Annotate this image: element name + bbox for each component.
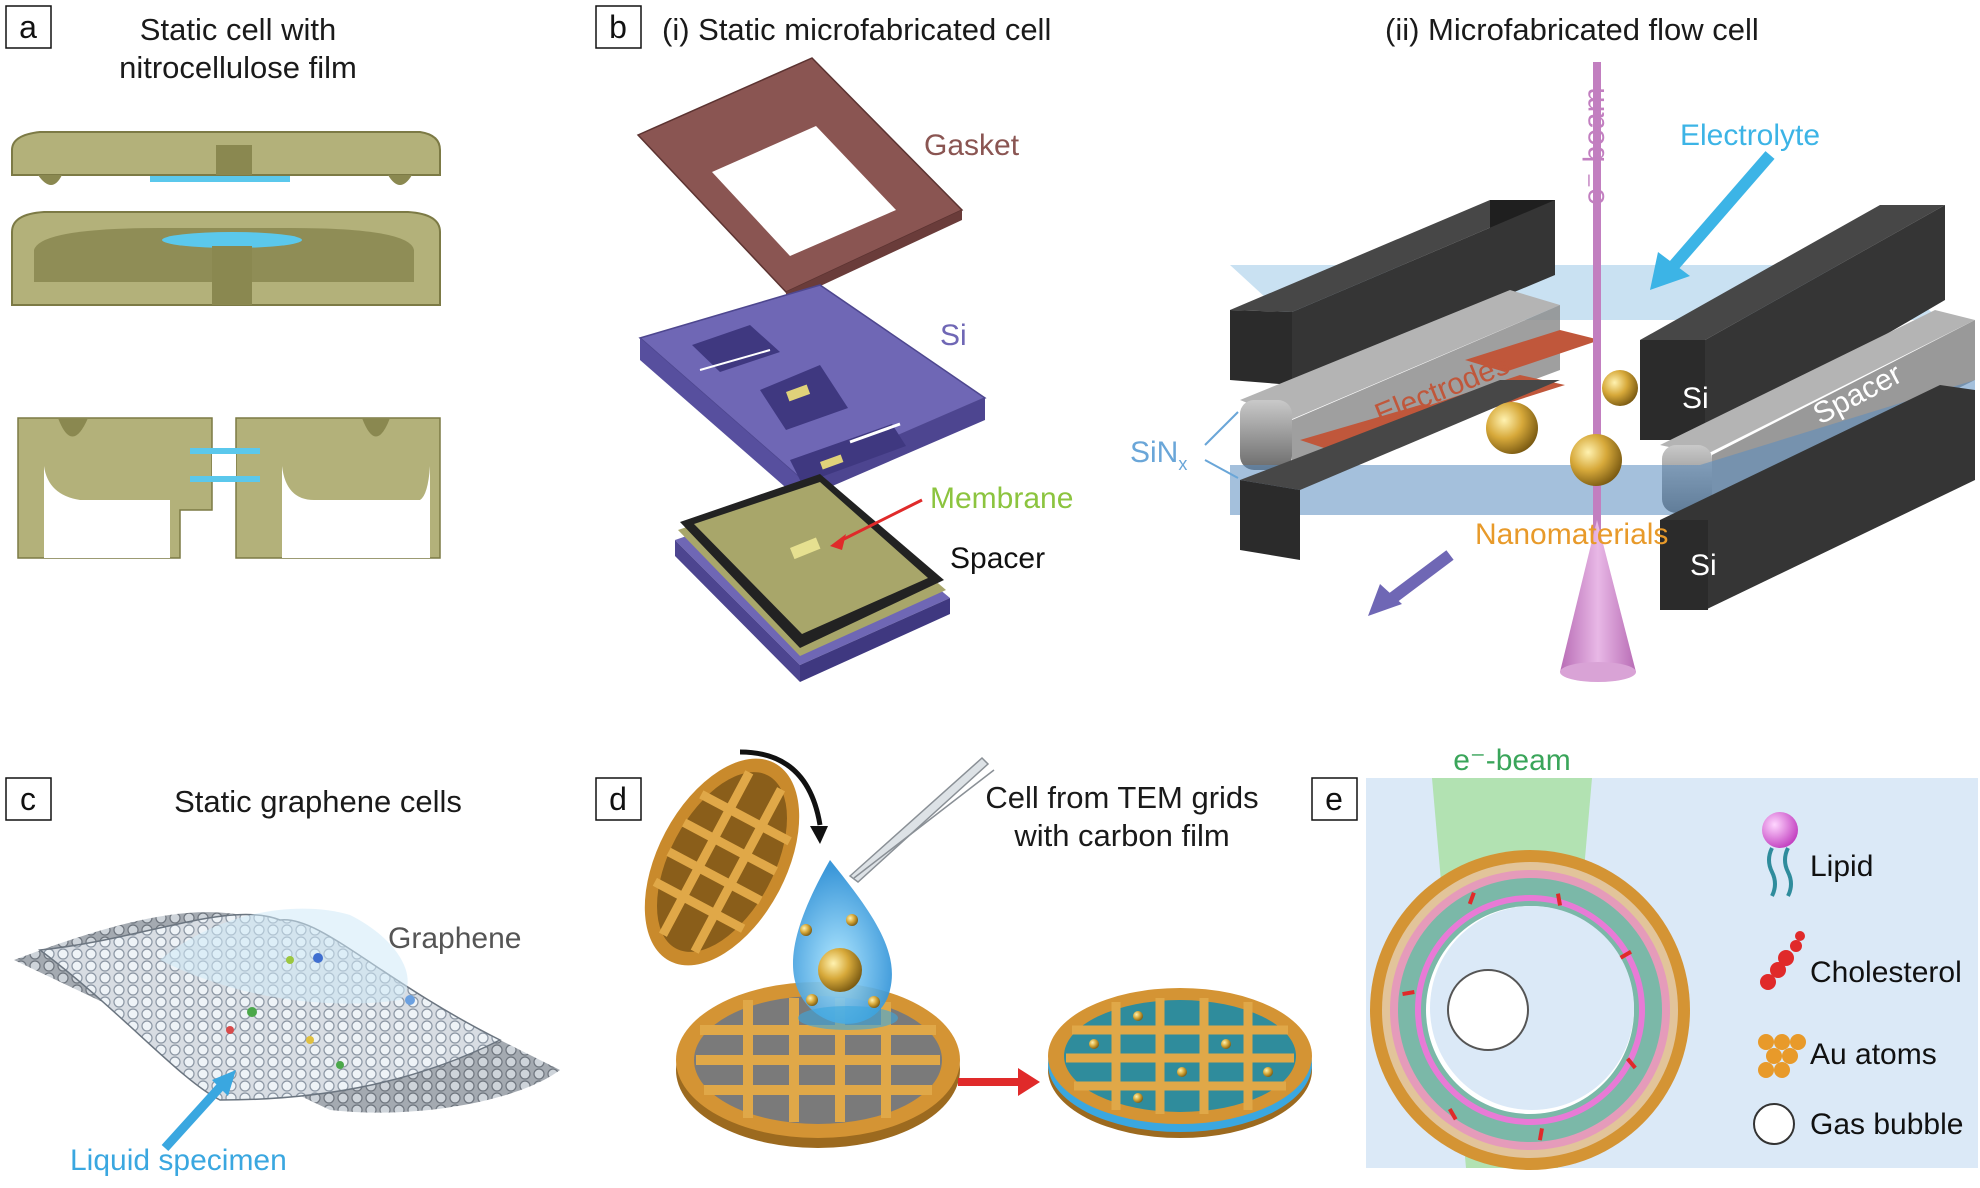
electrolyte-out-arrow — [1386, 550, 1454, 605]
label-ebeam-e: e⁻-beam — [1453, 744, 1571, 777]
label-sinx: SiNx — [1130, 436, 1187, 474]
legend-gas-bubble: Gas bubble — [1753, 1103, 1963, 1145]
au-atoms-icon — [1758, 1034, 1806, 1078]
vesicle — [1370, 850, 1690, 1170]
label-ebeam: e⁻-beam — [1578, 87, 1611, 205]
membrane-pointer-arrow — [837, 498, 923, 544]
si-block-top-left — [1230, 200, 1555, 385]
label-membrane: Membrane — [930, 482, 1073, 515]
label-sinx-main: SiN — [1130, 436, 1178, 469]
si-block-top-right — [1640, 205, 1945, 440]
electrolyte-in-arrow — [1665, 151, 1775, 274]
electron-beam — [1560, 62, 1636, 682]
panel-b-sub-i-title: (i) Static microfabricated cell — [662, 12, 1051, 47]
legend: Lipid Cholesterol — [1753, 812, 1963, 1145]
panel-c-letter: c — [20, 781, 36, 817]
bottom-chip — [675, 474, 950, 682]
gasket — [636, 57, 964, 302]
panel-b-letter: b — [609, 9, 627, 45]
gas-bubble-icon — [1753, 1103, 1795, 1145]
panel-e: e e⁻-beam — [1311, 744, 1978, 1170]
legend-lipid-label: Lipid — [1810, 850, 1873, 883]
pipette — [848, 756, 995, 883]
panel-a-letter: a — [19, 9, 37, 45]
assembled-cell — [1048, 988, 1312, 1138]
panel-b: b (i) Static microfabricated cell (ii) M… — [595, 5, 1975, 682]
label-si-bottom: Si — [1690, 549, 1717, 582]
legend-lipid: Lipid — [1762, 812, 1873, 897]
cholesterol-icon — [1760, 931, 1805, 990]
panel-b-sub-ii-title: (ii) Microfabricated flow cell — [1385, 12, 1759, 47]
flip-arrow — [739, 749, 823, 826]
cell-lid — [11, 131, 441, 185]
sinx-bottom-plate — [1230, 380, 1975, 515]
panel-c: c Static graphene cells Graphene Liquid … — [5, 777, 560, 1177]
panel-a: a Static cell with nitrocellulose film — [5, 5, 441, 559]
label-liquid-specimen: Liquid specimen — [70, 1144, 287, 1177]
panel-c-title: Static graphene cells — [174, 784, 462, 819]
label-sinx-sub: x — [1178, 454, 1187, 474]
label-graphene: Graphene — [388, 922, 521, 955]
label-spacer: Spacer — [950, 542, 1045, 575]
si-block-bottom-left — [1240, 380, 1560, 560]
panel-d-title-line2: with carbon film — [1013, 818, 1229, 853]
gas-bubble-in-vesicle — [1447, 969, 1529, 1051]
legend-au-atoms-label: Au atoms — [1810, 1038, 1937, 1071]
panel-b-letter-box — [595, 5, 642, 49]
lipid-icon — [1762, 812, 1798, 848]
label-nanomaterials: Nanomaterials — [1475, 518, 1668, 551]
legend-au-atoms: Au atoms — [1758, 1034, 1937, 1078]
nanoparticle-cluster — [1486, 370, 1638, 486]
nitrocellulose-film — [150, 176, 290, 182]
cell-cross-section — [17, 417, 441, 559]
panel-e-letter-box — [1311, 777, 1358, 821]
panel-a-title-line1: Static cell with — [140, 12, 336, 47]
si-block-bottom-right — [1660, 385, 1975, 610]
si-layer — [638, 284, 987, 500]
liquid-droplet — [792, 860, 898, 1030]
panel-d: d Cell from TEM grids with carbon film — [595, 749, 1312, 1148]
panel-a-letter-box — [5, 5, 52, 49]
graphene-sheets — [14, 908, 560, 1113]
panel-d-title-line1: Cell from TEM grids — [985, 780, 1258, 815]
panel-d-letter: d — [609, 781, 627, 817]
liquid-specimen-arrow — [161, 1081, 226, 1152]
cell-body — [11, 211, 441, 306]
label-electrolyte: Electrolyte — [1680, 119, 1820, 152]
label-si-top: Si — [1682, 382, 1709, 415]
panel-c-letter-box — [5, 777, 52, 821]
static-microfabricated-cell: Gasket Si Membrane Spacer — [636, 57, 1073, 682]
microfabricated-flow-cell: e⁻-beam Electrolyte Electrodes Si Spacer… — [1130, 62, 1975, 682]
legend-cholesterol-label: Cholesterol — [1810, 956, 1962, 989]
tem-grid-tilted — [644, 758, 800, 966]
legend-gas-bubble-label: Gas bubble — [1810, 1108, 1963, 1141]
panel-d-letter-box — [595, 777, 642, 821]
legend-cholesterol: Cholesterol — [1760, 931, 1962, 990]
label-si: Si — [940, 319, 967, 352]
panel-e-letter: e — [1325, 781, 1343, 817]
panel-a-title-line2: nitrocellulose film — [119, 50, 357, 85]
label-gasket: Gasket — [924, 129, 1020, 162]
